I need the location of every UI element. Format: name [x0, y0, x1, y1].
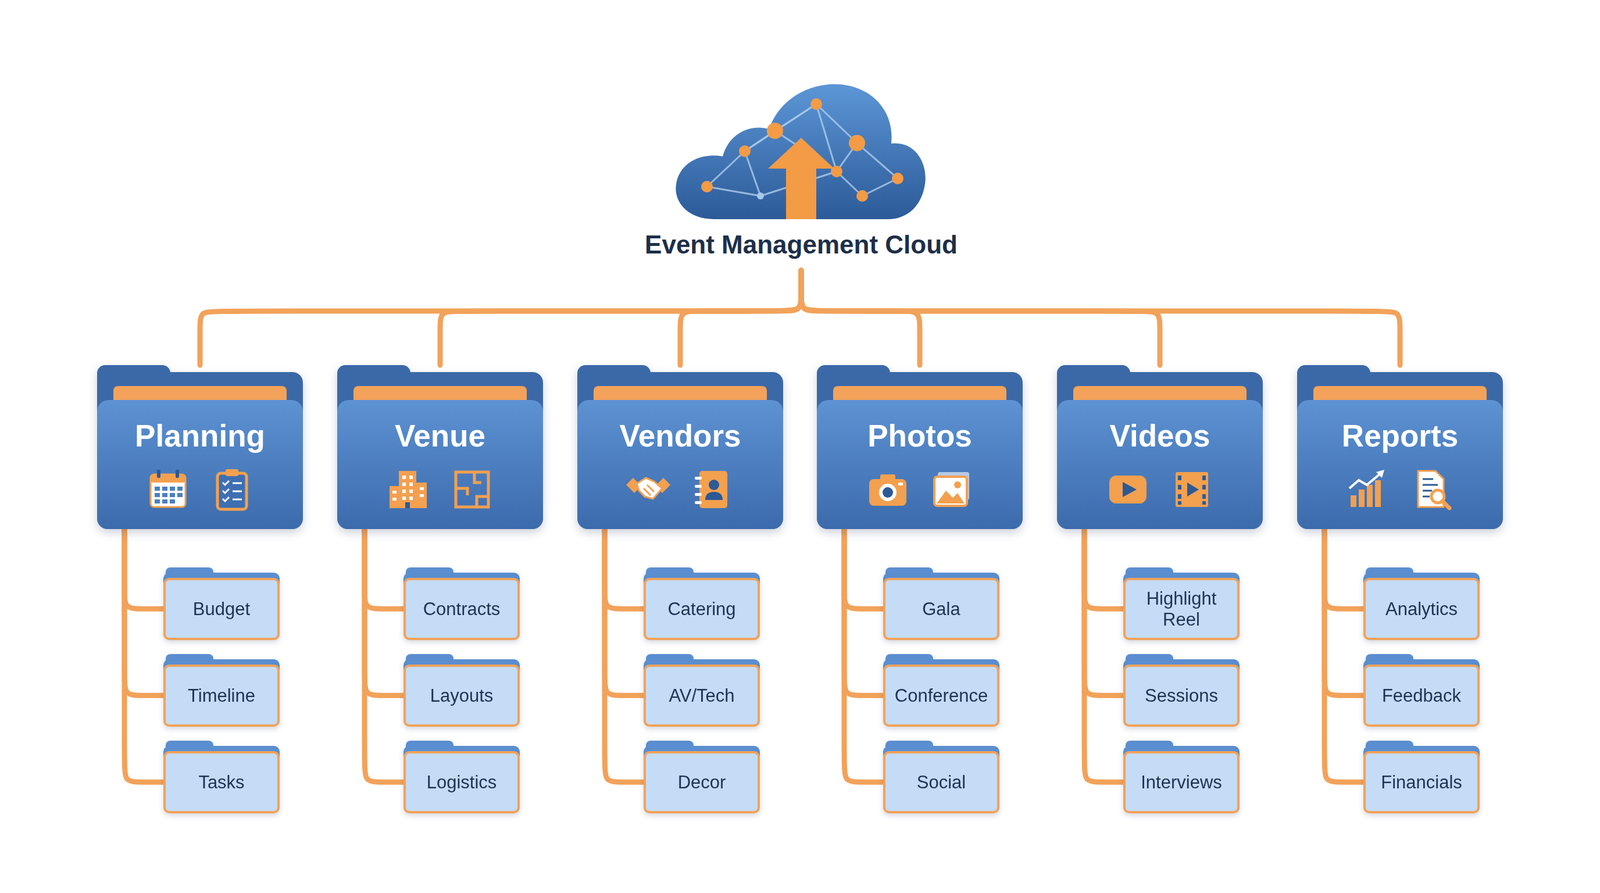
tree-connector [364, 529, 404, 782]
subfolder-label: Tasks [163, 752, 280, 813]
calendar-icon [150, 469, 186, 507]
folder-label: Videos [1056, 417, 1263, 455]
subfolder-box: Sessions [1123, 654, 1240, 728]
tree-connector [801, 270, 1160, 366]
subfolder-label: Contracts [403, 579, 520, 640]
subfolder-label: AV/Tech [643, 665, 760, 727]
tree-connector [124, 529, 164, 609]
building-icon [389, 470, 427, 509]
subfolder-box: Catering [643, 567, 760, 641]
tree-connector [844, 529, 884, 609]
tree-connector [1324, 529, 1364, 609]
folder-label: Planning [97, 417, 303, 455]
subfolder-label: Sessions [1123, 665, 1240, 727]
subfolder-box: AV/Tech [643, 654, 760, 728]
cloud-node: Event Management Cloud [597, 75, 1005, 271]
folder-label: Reports [1297, 417, 1503, 455]
subfolder-label: Analytics [1363, 579, 1480, 640]
report-search-icon [1418, 470, 1450, 509]
subfolder-box: Timeline [163, 654, 280, 728]
folder-label: Vendors [577, 417, 784, 455]
tree-connector [1084, 529, 1124, 782]
floorplan-icon [455, 472, 489, 507]
subfolder-label: Budget [163, 579, 280, 640]
tree-connector [124, 529, 164, 782]
tree-connector [1084, 529, 1124, 609]
subfolder-box: Social [883, 740, 1000, 814]
handshake-icon [626, 477, 671, 499]
tree-connector [364, 529, 404, 696]
tree-connector [1324, 529, 1364, 782]
folder-box: Planning [97, 365, 303, 530]
subfolder-box: Logistics [403, 740, 520, 814]
folder-box: Reports [1297, 365, 1503, 530]
subfolder-box: Financials [1363, 740, 1480, 814]
subfolder-label: Financials [1363, 752, 1480, 813]
tree-connector [801, 270, 1400, 366]
tree-connector [844, 529, 884, 782]
tree-connector [364, 529, 404, 609]
tree-connector [440, 270, 802, 366]
image-icon [934, 472, 970, 506]
subfolder-label: Interviews [1123, 752, 1240, 813]
film-icon [1175, 472, 1209, 507]
folder-box: Vendors [577, 365, 784, 530]
folder-label: Photos [816, 417, 1023, 455]
checklist-icon [217, 469, 247, 510]
folder-label: Venue [337, 417, 544, 455]
folder-box: Photos [816, 365, 1023, 530]
subfolder-label: Conference [883, 665, 1000, 727]
subfolder-box: Layouts [403, 654, 520, 728]
subfolder-label: Catering [643, 579, 760, 640]
subfolder-label: Timeline [163, 665, 280, 727]
tree-connector [1324, 529, 1364, 696]
subfolder-box: Highlight Reel [1123, 567, 1240, 641]
subfolder-box: Feedback [1363, 654, 1480, 728]
tree-connector [1084, 529, 1124, 696]
subfolder-box: Budget [163, 567, 280, 641]
subfolder-box: Gala [883, 567, 1000, 641]
folder-box: Videos [1056, 365, 1263, 530]
subfolder-box: Conference [883, 654, 1000, 728]
contact-book-icon [694, 470, 728, 509]
subfolder-box: Tasks [163, 740, 280, 814]
folder-box: Venue [337, 365, 544, 530]
play-icon [1109, 475, 1147, 504]
subfolder-box: Interviews [1123, 740, 1240, 814]
subfolder-box: Decor [643, 740, 760, 814]
subfolder-label: Highlight Reel [1123, 579, 1240, 640]
subfolder-label: Social [883, 752, 1000, 813]
subfolder-box: Contracts [403, 567, 520, 641]
subfolder-label: Feedback [1363, 665, 1480, 727]
subfolder-box: Analytics [1363, 567, 1480, 641]
subfolder-label: Logistics [403, 752, 520, 813]
tree-connector [604, 529, 644, 609]
tree-connector [801, 270, 920, 366]
subfolder-label: Gala [883, 579, 1000, 640]
tree-connector [124, 529, 164, 696]
camera-icon [869, 474, 907, 506]
cloud-title: Event Management Cloud [597, 230, 1005, 260]
tree-connector [604, 529, 644, 696]
subfolder-label: Layouts [403, 665, 520, 727]
tree-connector [844, 529, 884, 696]
tree-connector [604, 529, 644, 782]
tree-connector [200, 270, 802, 366]
tree-connector [680, 270, 802, 366]
subfolder-label: Decor [643, 752, 760, 813]
chart-icon [1349, 469, 1385, 507]
